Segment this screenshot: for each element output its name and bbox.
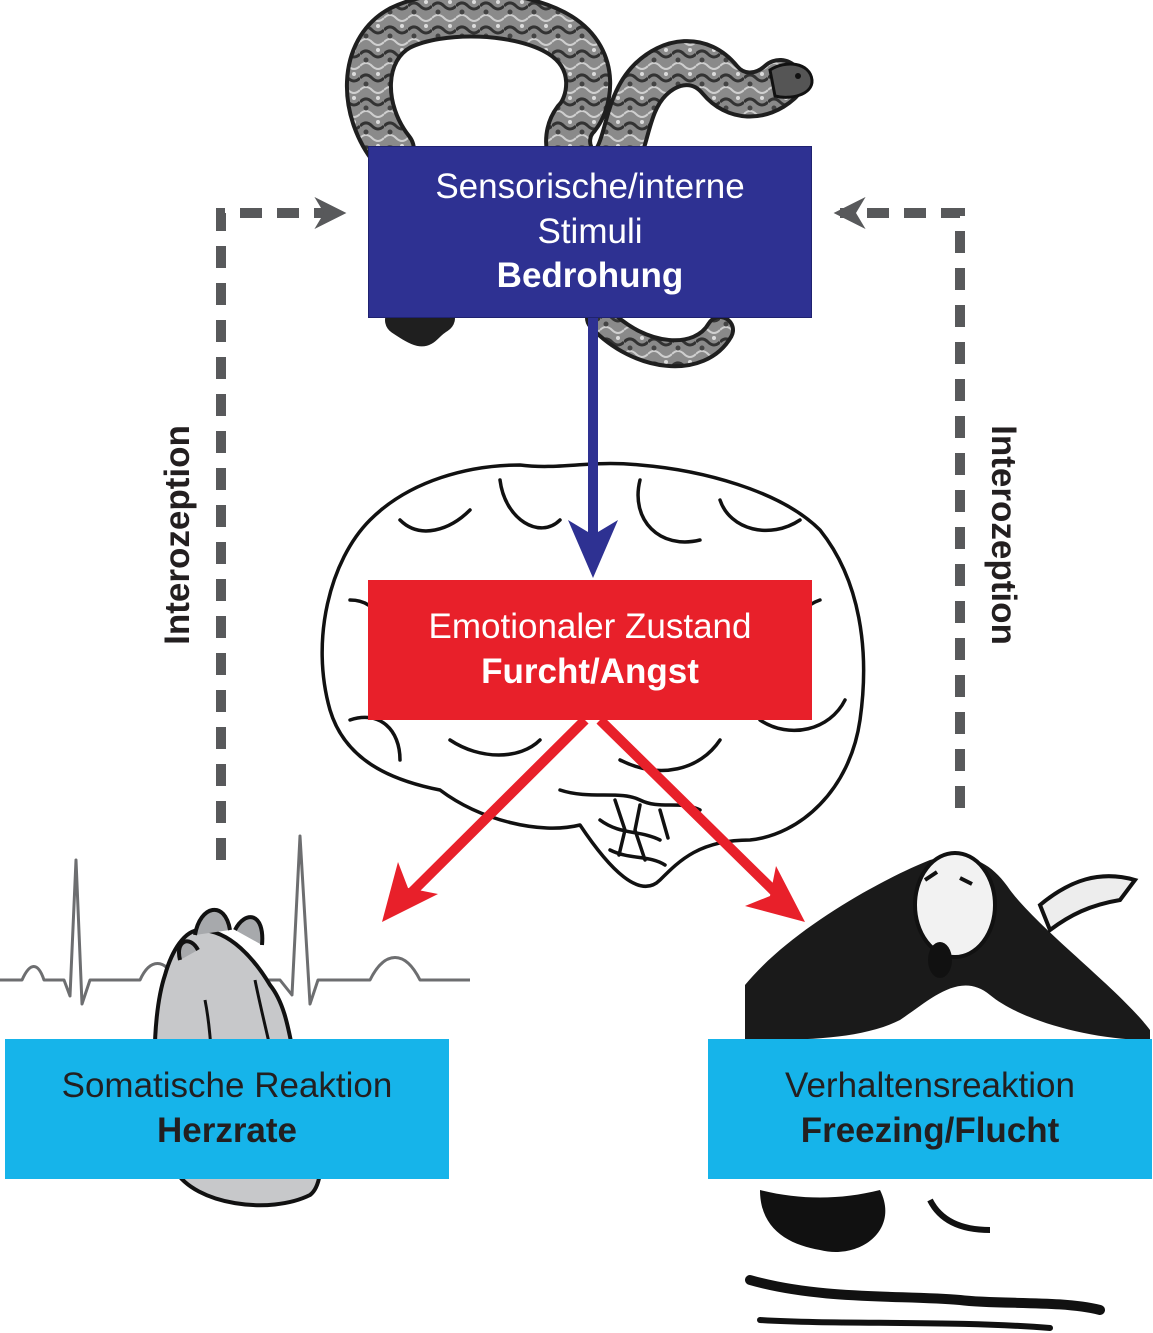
somatic-line2: Herzrate — [156, 1111, 298, 1150]
behavior-line1: Verhaltensreaktion — [785, 1066, 1075, 1106]
emotion-to-somatic-arrow — [382, 716, 589, 922]
behavior-box: Verhaltensreaktion Freezing/Flucht — [708, 1039, 1152, 1179]
stimuli-box: Sensorische/interne Stimuli Bedrohung — [368, 146, 812, 318]
interoception-arrow-left — [216, 196, 347, 860]
stimuli-line2: Stimuli — [537, 211, 643, 251]
interoception-label-left: Interozeption — [158, 425, 197, 645]
brain-icon — [320, 461, 866, 888]
somatic-box: Somatische Reaktion Herzrate — [5, 1039, 449, 1179]
emotion-line2: Furcht/Angst — [481, 652, 699, 691]
interoception-label-right: Interozeption — [984, 425, 1023, 645]
fleeing-person-icon — [745, 851, 1150, 1331]
emotion-to-behavior-arrow — [596, 716, 805, 922]
stimuli-line1: Sensorische/interne — [435, 166, 745, 206]
interoception-arrow-right — [833, 196, 965, 808]
emotion-box: Emotionaler Zustand Furcht/Angst — [368, 580, 812, 720]
snake-icon — [344, 0, 814, 369]
stimuli-line3: Bedrohung — [496, 256, 684, 296]
emotion-line1: Emotionaler Zustand — [428, 607, 752, 647]
stimulus-to-emotion-arrow — [568, 318, 618, 578]
behavior-line2: Freezing/Flucht — [800, 1111, 1060, 1150]
somatic-line1: Somatische Reaktion — [61, 1066, 393, 1106]
